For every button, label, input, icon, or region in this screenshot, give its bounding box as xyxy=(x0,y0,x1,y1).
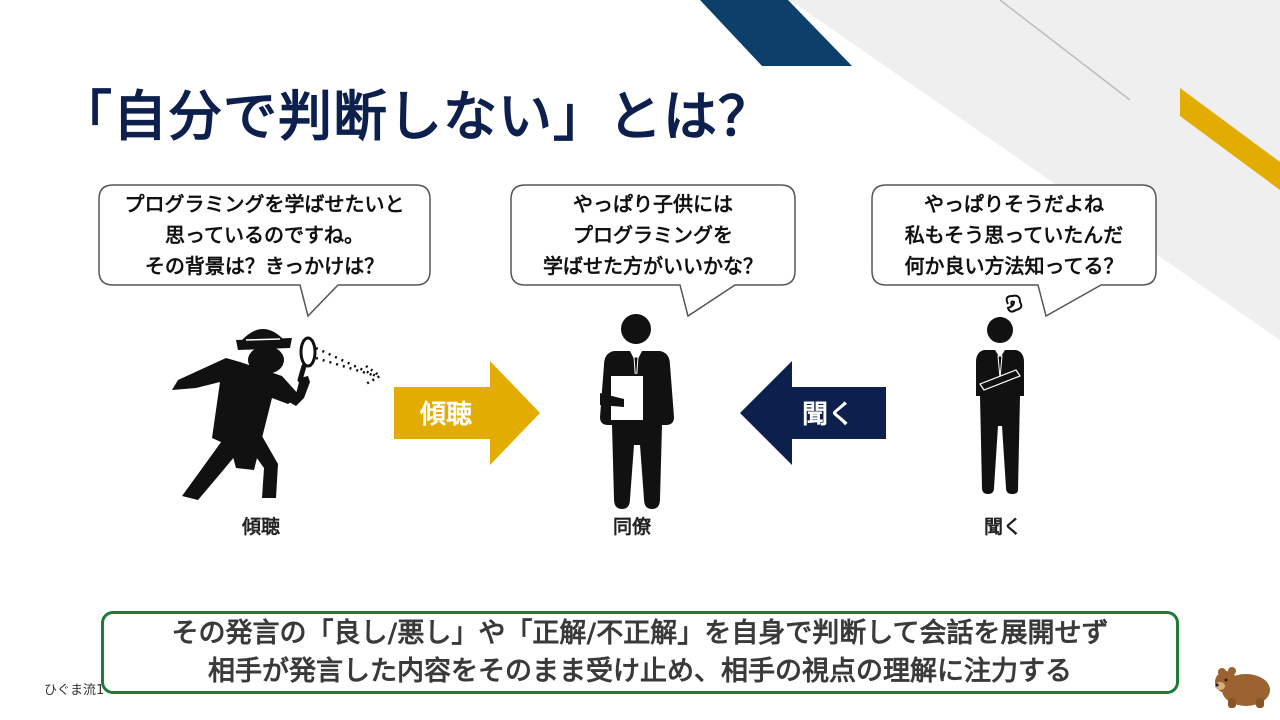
bear-icon xyxy=(1215,667,1270,708)
listener-label: 傾聴 xyxy=(241,516,280,538)
asker-label: 聞く xyxy=(983,516,1022,538)
listen-arrow xyxy=(394,361,540,465)
colleague-label: 同僚 xyxy=(612,516,651,538)
bubble-line: 思っているのですね。 xyxy=(165,222,364,247)
speech-bubble-colleague: やっぱり子供には プログラミングを 学ばせた方がいいかな？ xyxy=(510,184,796,318)
bubble-line: プログラミングを xyxy=(573,222,733,247)
bubble-line: プログラミングを学ばせたいと xyxy=(124,191,405,216)
footer-text: ひぐま流1 xyxy=(44,683,105,698)
magnifier-icon xyxy=(297,336,317,383)
bubble-line: 私もそう思っていたんだ xyxy=(904,222,1124,247)
bubble-line: やっぱり子供には xyxy=(573,191,733,216)
thinking-person-icon xyxy=(976,294,1024,494)
summary-box: その発言の「良し/悪し」や「正解/不正解」を自身で判断して会話を展開せず 相手が… xyxy=(101,611,1179,694)
detective-icon xyxy=(172,329,383,500)
bubble-line: 何か良い方法知ってる？ xyxy=(904,253,1124,278)
worry-scribble-icon xyxy=(1005,294,1023,313)
summary-line: その発言の「良し/悪し」や「正解/不正解」を自身で判断して会話を展開せず xyxy=(171,617,1109,649)
businessman-icon xyxy=(600,314,674,509)
bubble-line: その背景は？きっかけは？ xyxy=(144,253,385,278)
listen-arrow-label: 傾聴 xyxy=(420,400,473,430)
speech-bubble-asker: やっぱりそうだよね 私もそう思っていたんだ 何か良い方法知ってる？ xyxy=(871,184,1157,318)
page-title: 「自分で判断しない」とは？ xyxy=(58,85,773,148)
bubble-line: 学ばせた方がいいかな？ xyxy=(543,253,763,278)
bubble-line: やっぱりそうだよね xyxy=(924,191,1104,216)
summary-line: 相手が発言した内容をそのまま受け止め、相手の視点の理解に注力する xyxy=(208,655,1072,687)
ask-arrow-label: 聞く xyxy=(802,400,855,430)
ask-arrow xyxy=(740,361,886,465)
speech-bubble-listener: プログラミングを学ばせたいと 思っているのですね。 その背景は？きっかけは？ xyxy=(98,184,431,318)
